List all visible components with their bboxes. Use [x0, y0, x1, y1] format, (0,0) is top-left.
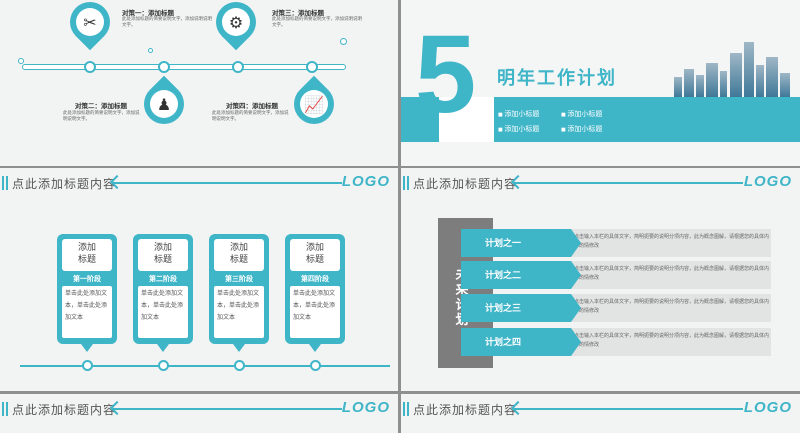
slide-strategies[interactable]: ✂ 对策一：添加标题 此处添加标题的简要说明文字，添加说明说明文字。 ⚙ 对策三…: [0, 0, 398, 166]
header-title: 点此添加标题内容: [12, 403, 117, 417]
decor-bubble: [148, 48, 153, 53]
chart-icon: 📈: [300, 90, 328, 118]
logo: LOGO: [341, 399, 390, 416]
plan-row-bg: 点击输入本栏的具体文字，简明扼要的说明分项内容，此为概念图解，请根据您的具体内容…: [566, 294, 771, 322]
header-arrow: [513, 408, 743, 410]
logo: LOGO: [743, 173, 792, 190]
strategy-4-title: 对策四：添加标题: [226, 102, 278, 110]
strategy-2-text: 此处添加标题的简要说明文字，添加说明说明文字。: [63, 111, 140, 122]
stage-dot: [234, 360, 245, 371]
plan-2[interactable]: 计划之二: [461, 261, 571, 289]
subtitle-1: 添加小标题: [498, 109, 539, 119]
stage-card-3[interactable]: 添加 标题 第三阶段 单击此处添加文本，单击此处添加文本: [209, 234, 269, 352]
stage-card-title: 添加 标题: [62, 239, 112, 271]
stage-label: 第四阶段: [301, 275, 329, 283]
strategy-3-text: 此处添加标题的简要说明文字，添加说明说明文字。: [272, 17, 362, 28]
decor-bubble: [18, 58, 24, 64]
plan-label: 计划之一: [485, 239, 522, 249]
stage-label: 第二阶段: [149, 275, 177, 283]
stage-dot: [310, 360, 321, 371]
slide-section-5[interactable]: 5 明年工作计划 添加小标题 添加小标题 添加小标题 添加小标题: [401, 0, 800, 166]
strategy-3-title: 对策三：添加标题: [272, 9, 324, 17]
header-title: 点此添加标题内容: [413, 177, 518, 191]
strategy-1-text: 此处添加标题的简要说明文字，添加说明说明文字。: [122, 17, 212, 28]
header-title: 点此添加标题内容: [12, 177, 117, 191]
header-title: 点此添加标题内容: [413, 403, 518, 417]
slide-stages[interactable]: 点此添加标题内容 LOGO 添加 标题 第一阶段 单击此处添加文本，单击此处添加…: [0, 168, 398, 391]
slide-header: 点此添加标题内容 LOGO: [401, 173, 800, 193]
header-arrow: [513, 182, 743, 184]
slide-header: 点此添加标题内容 LOGO: [401, 399, 800, 419]
stage-text: 单击此处添加文本，单击此处添加文本: [62, 286, 112, 338]
strategy-4-text: 此处添加标题的简要说明文字，添加说明说明文字。: [212, 111, 289, 122]
stage-card-title: 添加 标题: [290, 239, 340, 271]
subtitle-4: 添加小标题: [561, 124, 602, 134]
subtitle-2: 添加小标题: [561, 109, 602, 119]
plan-row-bg: 点击输入本栏的具体文字，简明扼要的说明分项内容，此为概念图解，请根据您的具体内容…: [566, 229, 771, 257]
slide-future-plans[interactable]: 点此添加标题内容 LOGO 未来计划 点击输入本栏的具体文字，简明扼要的说明分项…: [401, 168, 800, 391]
plan-4[interactable]: 计划之四: [461, 328, 571, 356]
plan-label: 计划之四: [485, 338, 522, 348]
stage-card-title: 添加 标题: [214, 239, 264, 271]
stage-label: 第三阶段: [225, 275, 253, 283]
presenter-icon: ♟: [150, 90, 178, 118]
slide-partial-5[interactable]: 点此添加标题内容 LOGO: [0, 394, 398, 433]
tools-drop: ✂: [61, 0, 119, 51]
tools-icon: ✂: [76, 8, 104, 36]
strategy-2-title: 对策二：添加标题: [75, 102, 127, 110]
timeline-dot: [306, 61, 318, 73]
plan-text: 点击输入本栏的具体文字，简明扼要的说明分项内容，此为概念图解，请根据您的具体内容…: [574, 266, 770, 281]
timeline-bar: [22, 64, 346, 70]
chart-drop: 📈: [285, 75, 343, 133]
subtitle-3: 添加小标题: [498, 124, 539, 134]
plan-text: 点击输入本栏的具体文字，简明扼要的说明分项内容，此为概念图解，请根据您的具体内容…: [574, 299, 770, 314]
band-cutout: [439, 97, 494, 142]
plan-row-bg: 点击输入本栏的具体文字，简明扼要的说明分项内容，此为概念图解，请根据您的具体内容…: [566, 328, 771, 356]
plan-3[interactable]: 计划之三: [461, 294, 571, 322]
plan-text: 点击输入本栏的具体文字，简明扼要的说明分项内容，此为概念图解，请根据您的具体内容…: [574, 234, 770, 249]
decor-bubble: [340, 38, 347, 45]
slide-header: 点此添加标题内容 LOGO: [0, 399, 398, 419]
header-arrow: [112, 408, 342, 410]
stage-text: 单击此处添加文本，单击此处添加文本: [290, 286, 340, 338]
stage-card-2[interactable]: 添加 标题 第二阶段 单击此处添加文本，单击此处添加文本: [133, 234, 193, 352]
stage-card-1[interactable]: 添加 标题 第一阶段 单击此处添加文本，单击此处添加文本: [57, 234, 117, 352]
stage-card-4[interactable]: 添加 标题 第四阶段 单击此处添加文本，单击此处添加文本: [285, 234, 345, 352]
slide-partial-6[interactable]: 点此添加标题内容 LOGO: [401, 394, 800, 433]
gear-drop: ⚙: [207, 0, 265, 51]
logo: LOGO: [743, 399, 792, 416]
slide-header: 点此添加标题内容 LOGO: [0, 173, 398, 193]
gear-icon: ⚙: [222, 8, 250, 36]
city-skyline: [674, 40, 794, 97]
plan-row-bg: 点击输入本栏的具体文字，简明扼要的说明分项内容，此为概念图解，请根据您的具体内容…: [566, 261, 771, 289]
plan-label: 计划之三: [485, 304, 522, 314]
stage-text: 单击此处添加文本，单击此处添加文本: [138, 286, 188, 338]
section-number: 5: [415, 13, 477, 136]
stage-label: 第一阶段: [73, 275, 101, 283]
stage-timeline: [20, 365, 390, 367]
logo: LOGO: [341, 173, 390, 190]
plan-label: 计划之二: [485, 271, 522, 281]
timeline-dot: [232, 61, 244, 73]
timeline-dot: [158, 61, 170, 73]
stage-dot: [82, 360, 93, 371]
stage-card-title: 添加 标题: [138, 239, 188, 271]
stage-text: 单击此处添加文本，单击此处添加文本: [214, 286, 264, 338]
presenter-drop: ♟: [135, 75, 193, 133]
timeline-dot: [84, 61, 96, 73]
section-title: 明年工作计划: [497, 68, 617, 89]
header-arrow: [112, 182, 342, 184]
plan-text: 点击输入本栏的具体文字，简明扼要的说明分项内容，此为概念图解，请根据您的具体内容…: [574, 333, 770, 348]
strategy-1-title: 对策一：添加标题: [122, 9, 174, 17]
plan-1[interactable]: 计划之一: [461, 229, 571, 257]
stage-dot: [158, 360, 169, 371]
